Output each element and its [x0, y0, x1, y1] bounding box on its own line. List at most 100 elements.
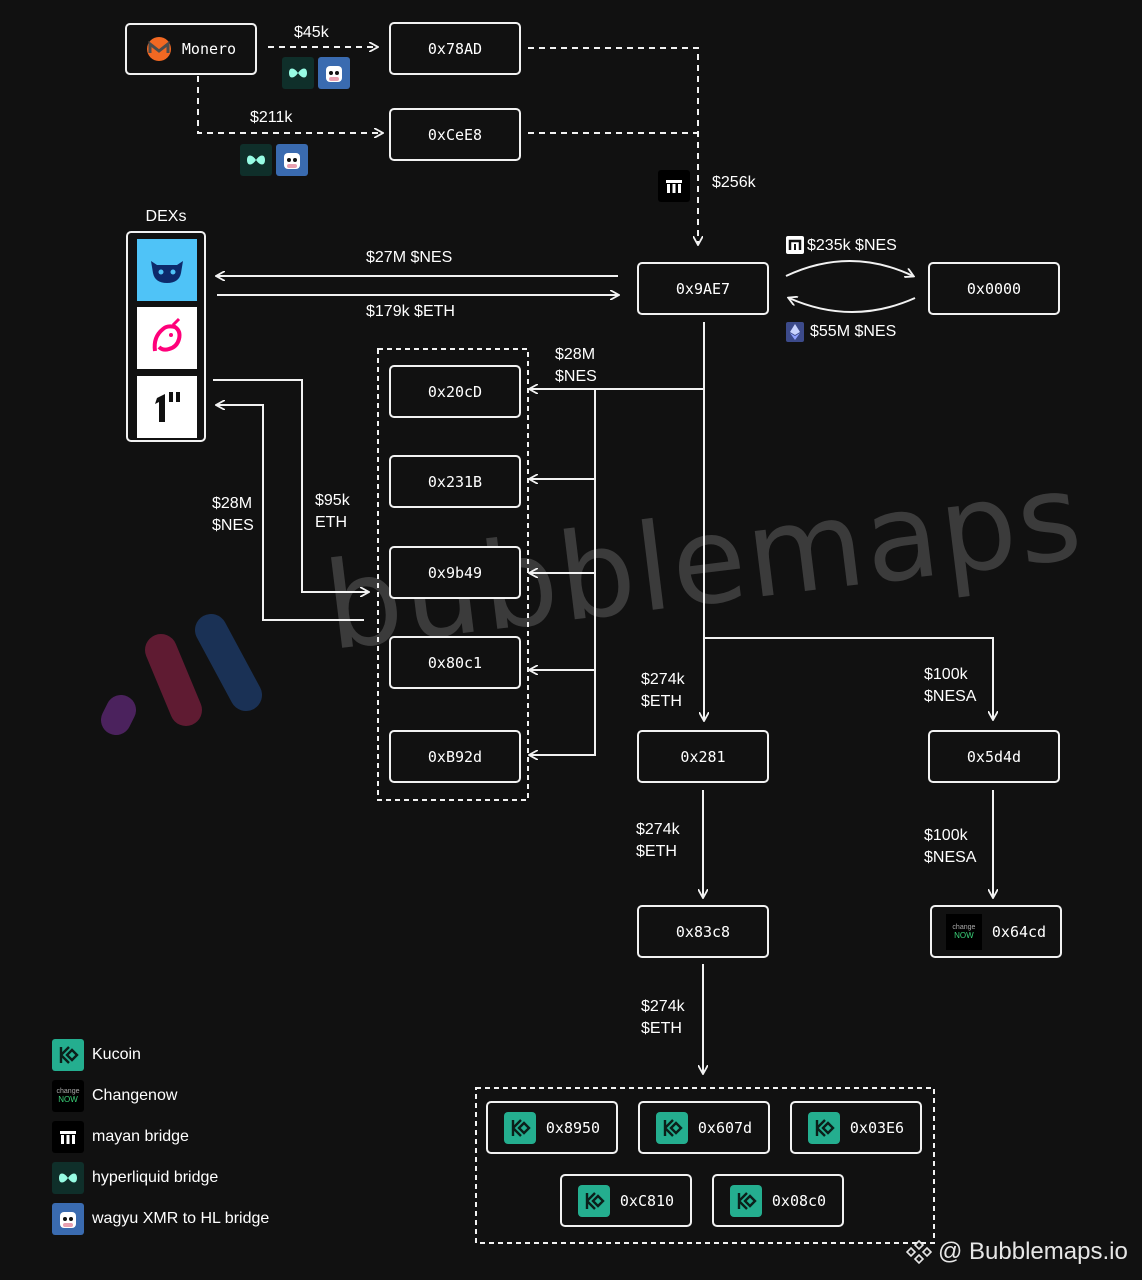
edge-group-dex	[217, 405, 364, 621]
kucoin-icon	[807, 1111, 840, 1144]
node-0x607d[interactable]: 0x607d	[638, 1101, 770, 1154]
legend-item-hyperliquid: hyperliquid bridge	[52, 1162, 218, 1194]
edge-label-100k: $100k	[924, 666, 968, 683]
node-label: 0x03E6	[849, 1118, 905, 1137]
legend-label: wagyu XMR to HL bridge	[92, 1210, 270, 1227]
kucoin-icon	[655, 1111, 688, 1144]
changenow-icon: change NOW	[945, 913, 982, 950]
wagyu-icon	[276, 144, 308, 176]
edge-label-28m-dex: $28M	[212, 495, 253, 512]
node-label: 0x0000	[966, 279, 1022, 298]
node-0x5d4d[interactable]: 0x5d4d	[928, 730, 1060, 783]
dex-group	[126, 231, 206, 442]
legend-label: hyperliquid bridge	[92, 1169, 219, 1186]
edge-label-211k: $211k	[250, 109, 293, 126]
edge-label-95k: $95k	[315, 492, 350, 509]
wagyu-icon	[318, 57, 350, 89]
node-0x80c1[interactable]: 0x80c1	[389, 636, 521, 689]
node-0x20cd[interactable]: 0x20cD	[389, 365, 521, 418]
node-0x03e6[interactable]: 0x03E6	[790, 1101, 922, 1154]
legend-label: mayan bridge	[92, 1128, 189, 1145]
edge-label-179k-eth: $179k $ETH	[366, 303, 455, 320]
node-label: 0x231B	[427, 472, 483, 491]
hyperliquid-icon	[240, 144, 272, 176]
edge-label-256k: $256k	[712, 174, 756, 191]
node-monero[interactable]: Monero	[125, 23, 257, 75]
edge-label-nesa: $NESA	[924, 688, 977, 705]
changenow-icon: change NOW	[52, 1080, 84, 1112]
node-label: 0x5d4d	[966, 747, 1022, 766]
node-0x281[interactable]: 0x281	[637, 730, 769, 783]
legend-label: Kucoin	[92, 1046, 141, 1063]
node-0x83c8[interactable]: 0x83c8	[637, 905, 769, 958]
node-label: 0x8950	[545, 1118, 601, 1137]
kucoin-icon	[729, 1184, 762, 1217]
edge-label-274k: $274k	[641, 998, 685, 1015]
legend-item-mayan: mayan bridge	[52, 1121, 189, 1153]
edge-label-45k: $45k	[294, 24, 329, 41]
node-0x78ad[interactable]: 0x78AD	[389, 22, 521, 75]
node-label: 0x607d	[697, 1118, 753, 1137]
node-label: 0x20cD	[427, 382, 483, 401]
edge-dex-9b49	[213, 379, 368, 592]
uniswap-icon	[152, 317, 182, 352]
dex-tile-blue[interactable]	[137, 239, 197, 301]
node-0x231b[interactable]: 0x231B	[389, 455, 521, 508]
kucoin-icon	[52, 1039, 84, 1071]
monero-icon	[146, 37, 171, 61]
node-label: 0x08c0	[771, 1191, 827, 1210]
node-label: 0x9AE7	[675, 279, 731, 298]
edge-label-eth: $ETH	[641, 693, 682, 710]
group-box-kucoin	[475, 1087, 935, 1244]
changenow-bottom: NOW	[58, 1095, 78, 1104]
node-0xc810[interactable]: 0xC810	[560, 1174, 692, 1227]
edge-label-nesa: $NESA	[924, 849, 977, 866]
node-label: 0x281	[680, 747, 726, 766]
node-0xcee8[interactable]: 0xCeE8	[389, 108, 521, 161]
footer-text: @ Bubblemaps.io	[938, 1238, 1128, 1265]
node-label: 0xC810	[619, 1191, 675, 1210]
hyperliquid-icon	[52, 1162, 84, 1194]
edge-label-274k: $274k	[636, 821, 680, 838]
node-0x08c0[interactable]: 0x08c0	[712, 1174, 844, 1227]
mayan-bridge-icon	[658, 170, 690, 202]
node-label: 0x9b49	[427, 563, 483, 582]
changenow-bottom: NOW	[954, 930, 974, 940]
bubblemaps-logo-icon	[101, 614, 262, 735]
dex-tile-1inch[interactable]	[137, 376, 197, 438]
node-0x9ae7[interactable]: 0x9AE7	[637, 262, 769, 315]
node-0x8950[interactable]: 0x8950	[486, 1101, 618, 1154]
dex-group-label: DEXs	[145, 208, 187, 225]
changenow-top: change	[56, 1088, 80, 1095]
node-label: 0x80c1	[427, 653, 483, 672]
edge-label-eth: $ETH	[641, 1020, 682, 1037]
node-0x64cd[interactable]: change NOW 0x64cd	[930, 905, 1062, 958]
edge-label-eth: ETH	[315, 514, 347, 531]
oneinch-icon	[155, 392, 180, 422]
node-0xb92d[interactable]: 0xB92d	[389, 730, 521, 783]
edge-label-28m: $28M	[555, 346, 596, 363]
node-label: 0xB92d	[427, 747, 483, 766]
edge-label-27m-nes: $27M $NES	[366, 249, 453, 266]
edge-label-nes-dex: $NES	[212, 517, 254, 534]
edge-label-235k-nes: $235k $NES	[807, 237, 897, 254]
edge-label-274k: $274k	[641, 671, 685, 688]
legend-item-kucoin: Kucoin	[52, 1039, 141, 1071]
edge-label-100k: $100k	[924, 827, 968, 844]
node-0x0000[interactable]: 0x0000	[928, 262, 1060, 315]
edge-trunk-5d4d	[704, 637, 993, 719]
changenow-top: change	[952, 923, 976, 931]
dex-bull-icon	[151, 261, 183, 283]
dex-tile-uniswap[interactable]	[137, 307, 197, 369]
mayan-bridge-icon	[52, 1121, 84, 1153]
footer-credit: @ Bubblemaps.io	[906, 1238, 1128, 1266]
edge-78ad-9ae7	[528, 47, 698, 244]
node-0x9b49[interactable]: 0x9b49	[389, 546, 521, 599]
node-label: 0xCeE8	[427, 125, 483, 144]
edge-0000-9ae7	[789, 298, 916, 313]
edge-label-nes: $NES	[555, 368, 597, 385]
mayan-bridge-icon	[786, 236, 804, 254]
legend-item-changenow: change NOW Changenow	[52, 1080, 177, 1112]
group-box-wallets	[377, 348, 529, 801]
